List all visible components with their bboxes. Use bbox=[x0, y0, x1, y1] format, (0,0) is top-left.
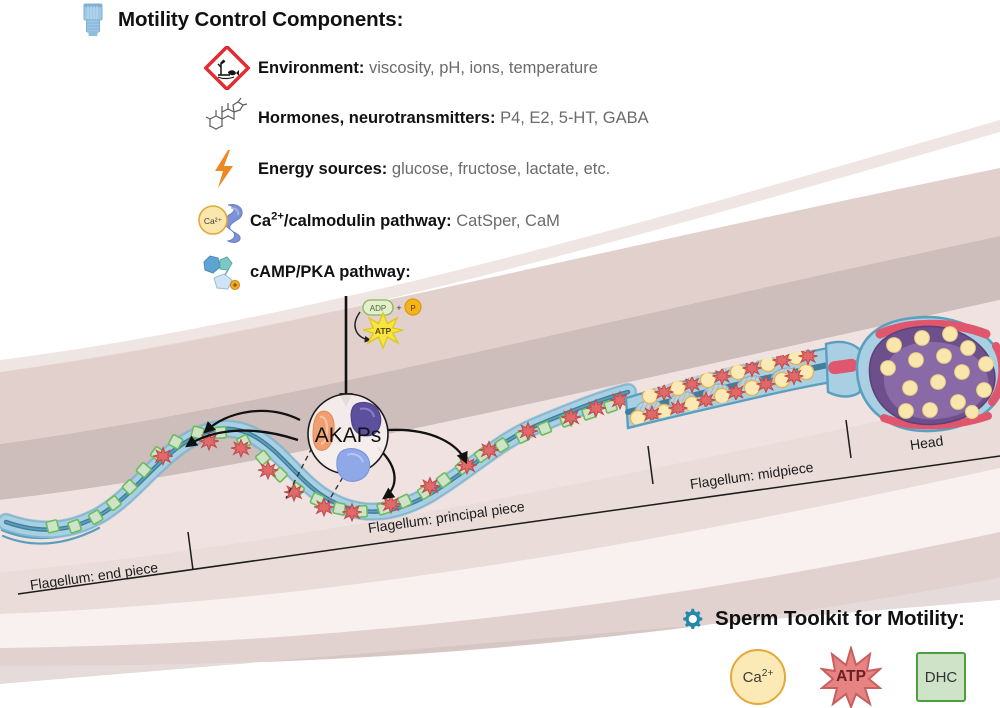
phosphate-label: P bbox=[410, 304, 415, 313]
toolkit-title: Sperm Toolkit for Motility: bbox=[715, 607, 965, 630]
calcium-chip: Ca2+ bbox=[730, 649, 786, 705]
acrosome-upper bbox=[875, 319, 991, 339]
component-label-energy: Energy sources: glucose, fructose, lacta… bbox=[258, 159, 611, 178]
sperm-head bbox=[855, 315, 1000, 433]
component-label-camp: cAMP/PKA pathway: bbox=[250, 262, 411, 281]
camp-molecule-icon bbox=[196, 250, 242, 294]
header: Motility Control Components: bbox=[78, 2, 403, 38]
atp-chip: ATP bbox=[820, 646, 882, 708]
akap-orange-protein bbox=[312, 410, 335, 451]
steroid-molecule-icon bbox=[204, 96, 250, 140]
sperm-neck bbox=[824, 340, 862, 398]
toolkit-header: Sperm Toolkit for Motility: bbox=[680, 607, 965, 631]
flagellum-midpiece bbox=[624, 346, 837, 430]
calcium-calmodulin-icon: Ca²⁺ bbox=[196, 199, 243, 243]
akap-purple-protein bbox=[350, 401, 382, 437]
akap-blue-protein bbox=[336, 448, 371, 482]
adp-label: ADP bbox=[370, 304, 386, 313]
akap-hub-label: AKAPs bbox=[315, 424, 382, 447]
atp-chip-label: ATP bbox=[836, 668, 866, 685]
atp-starburst-reaction: ATP bbox=[362, 311, 404, 350]
lightning-bolt-icon bbox=[204, 147, 250, 191]
component-label-environment: Environment: viscosity, pH, ions, temper… bbox=[258, 58, 598, 77]
component-row-hormones: Hormones, neurotransmitters: P4, E2, 5-H… bbox=[204, 96, 649, 140]
svg-text:Ca²⁺: Ca²⁺ bbox=[204, 216, 223, 226]
component-row-calcium: Ca²⁺ Ca2+/calmodulin pathway: CatSper, C… bbox=[196, 199, 560, 243]
akap-effect-arrows bbox=[185, 409, 468, 500]
toolkit-items: Ca2+ ATP DHC bbox=[730, 646, 966, 708]
atp-reaction-label: ATP bbox=[375, 326, 392, 336]
component-row-camp: cAMP/PKA pathway: bbox=[196, 250, 411, 294]
calcium-chip-label: Ca2+ bbox=[742, 667, 774, 686]
component-label-hormones: Hormones, neurotransmitters: P4, E2, 5-H… bbox=[258, 108, 649, 127]
adp-to-atp-arrow bbox=[354, 311, 372, 343]
plus-sign: + bbox=[396, 303, 401, 313]
adp-pill bbox=[362, 299, 394, 316]
ghs-environmental-hazard-icon bbox=[203, 44, 251, 92]
component-row-energy: Energy sources: glucose, fructose, lacta… bbox=[204, 147, 610, 191]
gear-icon bbox=[680, 607, 704, 631]
neck-centriole bbox=[828, 358, 858, 375]
adp-atp-reaction: ADP + P ATP bbox=[362, 298, 422, 350]
anatomy-bracket-axis bbox=[17, 419, 1000, 595]
dhc-chip: DHC bbox=[916, 652, 966, 702]
calcium-ion-circle bbox=[198, 205, 228, 235]
phosphate-circle bbox=[404, 298, 422, 316]
calmodulin-shape bbox=[224, 204, 243, 243]
dhc-chip-label: DHC bbox=[924, 668, 958, 686]
test-tube-icon bbox=[78, 2, 108, 38]
page-title: Motility Control Components: bbox=[118, 8, 404, 31]
chromatin-granules bbox=[880, 326, 994, 420]
akap-hub: AKAPs bbox=[307, 393, 389, 482]
component-label-calcium: Ca2+/calmodulin pathway: CatSper, CaM bbox=[250, 210, 560, 230]
component-row-environment: Environment: viscosity, pH, ions, temper… bbox=[203, 44, 598, 92]
